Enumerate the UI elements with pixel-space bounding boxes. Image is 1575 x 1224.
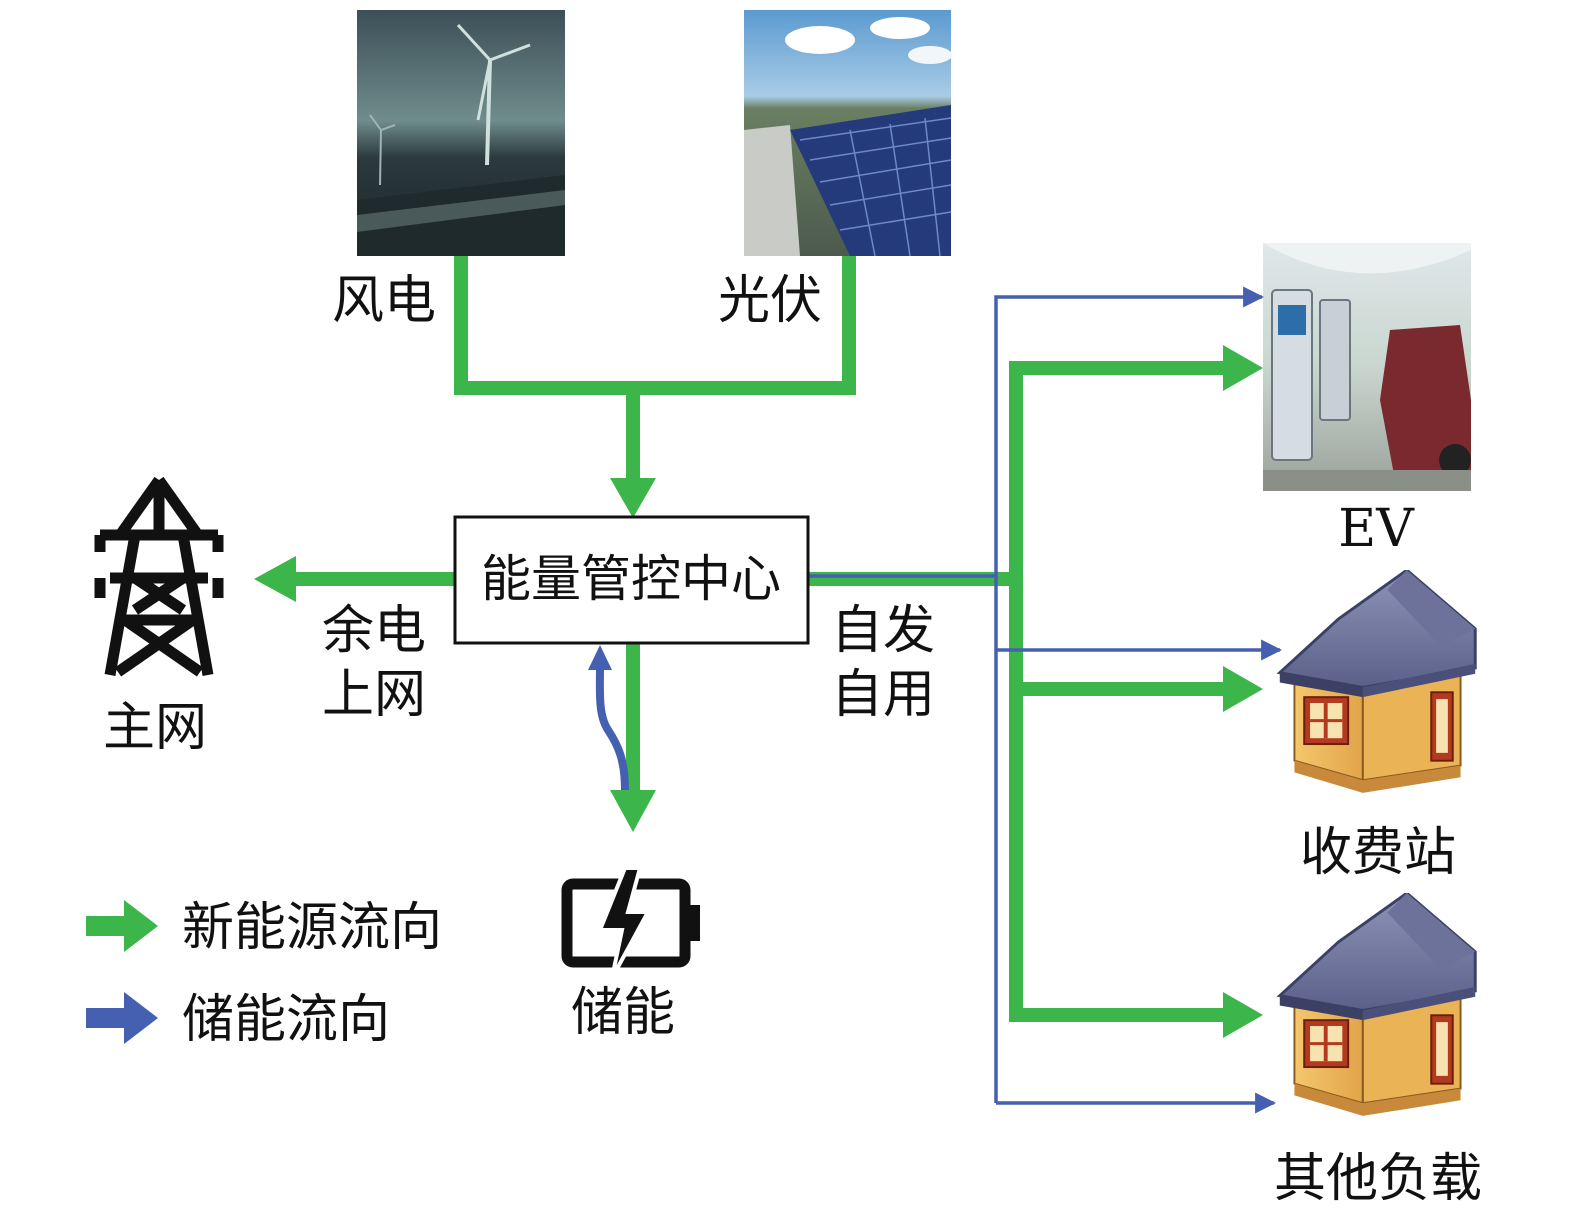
self-use-label-1: 自发 [831,601,935,661]
legend-item-storage: 储能流向 [86,990,390,1050]
transmission-tower-icon [94,476,224,677]
legend-item-new-energy: 新能源流向 [86,898,442,958]
self-use-label-2: 自用 [831,665,935,725]
new-energy-arrowheads [254,345,1263,1038]
load-label-other: 其他负载 [1274,1149,1482,1209]
wind-label: 风电 [332,271,436,331]
solar-label: 光伏 [718,271,822,331]
new-energy-flow-lines [296,256,1223,1022]
solar-panel-photo [744,10,952,257]
house-icon [1277,893,1478,1118]
load-label-toll-station: 收费站 [1300,823,1456,883]
battery-charging-icon [561,866,700,979]
storage-label: 储能 [571,983,675,1043]
legend: 新能源流向 储能流向 [86,898,442,1050]
grid-label: 主网 [103,698,207,758]
wind-turbine-photo [357,10,565,256]
storage-discharge-arrow [588,645,629,791]
surplus-to-grid-label-2: 上网 [322,665,426,725]
energy-management-center: 能量管控中心 [453,515,810,645]
surplus-to-grid-label-1: 余电 [322,601,426,661]
storage-flow-lines [808,286,1283,1114]
center-label: 能量管控中心 [481,550,781,608]
house-icon [1277,570,1478,795]
ev-charging-station-photo [1263,243,1471,491]
legend-label: 储能流向 [182,990,390,1050]
load-label-ev: EV [1338,499,1415,559]
legend-label: 新能源流向 [182,898,442,958]
